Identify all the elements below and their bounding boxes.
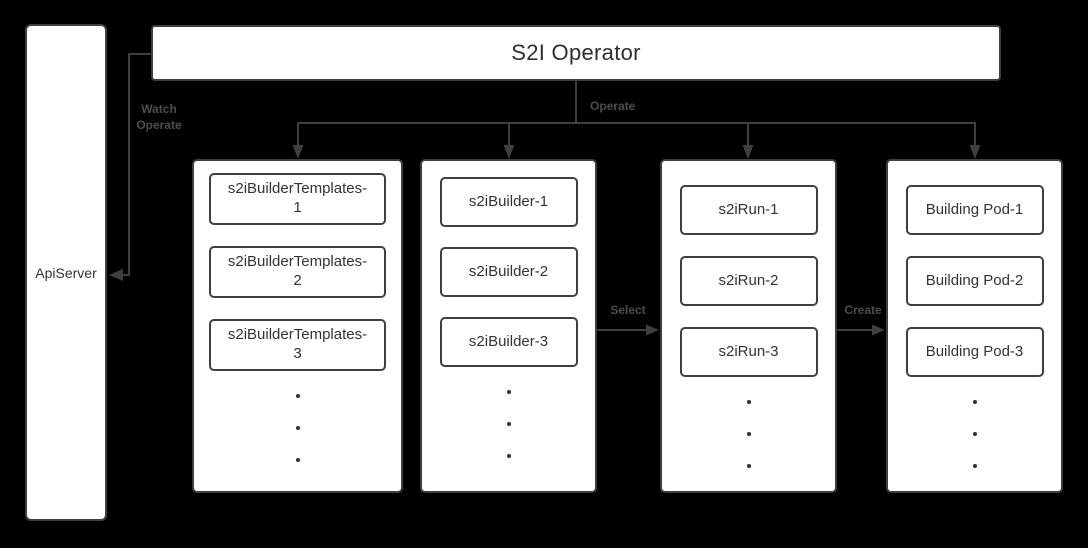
node-s2ibuildertemplates-1: s2iBuilderTemplates-1 <box>209 173 386 225</box>
edge-operate-branch <box>297 122 976 146</box>
node-s2ibuilder-2: s2iBuilder-2 <box>439 247 578 297</box>
node-building-pod-2: Building Pod-2 <box>905 256 1044 306</box>
arrowhead-branch-2 <box>503 145 515 159</box>
node-s2irun-1: s2iRun-1 <box>679 185 818 235</box>
node-s2irun-3: s2iRun-3 <box>679 327 818 377</box>
edge-label-create: Create <box>844 303 882 317</box>
edge-label-watch-line2: Operate <box>136 118 182 132</box>
node-building-pod-3: Building Pod-3 <box>905 327 1044 377</box>
edge-label-watch-operate: Watch Operate <box>117 101 201 133</box>
arrowhead-branch-3 <box>742 145 754 159</box>
dot <box>506 390 511 394</box>
node-s2ibuilder-1: s2iBuilder-1 <box>439 177 578 227</box>
edge-label-select: Select <box>610 303 646 317</box>
edge-watch-operate <box>123 53 151 276</box>
panel-building-pods: Building Pod-1 Building Pod-2 Building P… <box>886 159 1063 493</box>
node-building-pod-1: Building Pod-1 <box>905 185 1044 235</box>
node-s2irun-2: s2iRun-2 <box>679 256 818 306</box>
dot <box>506 422 511 426</box>
dot <box>746 400 751 404</box>
panel-items: s2iBuilder-1 s2iBuilder-2 s2iBuilder-3 <box>422 161 595 367</box>
node-s2ibuilder-3: s2iBuilder-3 <box>439 317 578 367</box>
ellipsis-dots <box>888 400 1061 468</box>
node-s2ibuildertemplates-2: s2iBuilderTemplates-2 <box>209 246 386 298</box>
panel-s2ibuildertemplates: s2iBuilderTemplates-1 s2iBuilderTemplate… <box>192 159 403 493</box>
node-s2ibuildertemplates-3: s2iBuilderTemplates-3 <box>209 319 386 371</box>
arrowhead-branch-1 <box>292 145 304 159</box>
ellipsis-dots <box>422 390 595 458</box>
node-s2i-operator: S2I Operator <box>151 25 1001 81</box>
edge-label-watch-line1: Watch <box>141 102 177 116</box>
arrowhead-branch-4 <box>969 145 981 159</box>
dot <box>972 432 977 436</box>
dot <box>295 458 300 462</box>
arrowhead-select <box>646 324 659 336</box>
panel-s2irun: s2iRun-1 s2iRun-2 s2iRun-3 <box>660 159 837 493</box>
dot <box>746 464 751 468</box>
panel-items: s2iBuilderTemplates-1 s2iBuilderTemplate… <box>194 161 401 371</box>
panel-s2ibuilder: s2iBuilder-1 s2iBuilder-2 s2iBuilder-3 <box>420 159 597 493</box>
ellipsis-dots <box>194 394 401 462</box>
dot <box>295 394 300 398</box>
arrowhead-create <box>872 324 885 336</box>
panel-items: Building Pod-1 Building Pod-2 Building P… <box>888 161 1061 377</box>
edge-label-operate: Operate <box>590 99 636 113</box>
ellipsis-dots <box>662 400 835 468</box>
dot <box>506 454 511 458</box>
dot <box>972 400 977 404</box>
panel-items: s2iRun-1 s2iRun-2 s2iRun-3 <box>662 161 835 377</box>
dot <box>295 426 300 430</box>
dot <box>746 432 751 436</box>
arrowhead-to-apiserver <box>109 269 123 281</box>
dot <box>972 464 977 468</box>
node-apiserver: ApiServer <box>25 24 107 521</box>
